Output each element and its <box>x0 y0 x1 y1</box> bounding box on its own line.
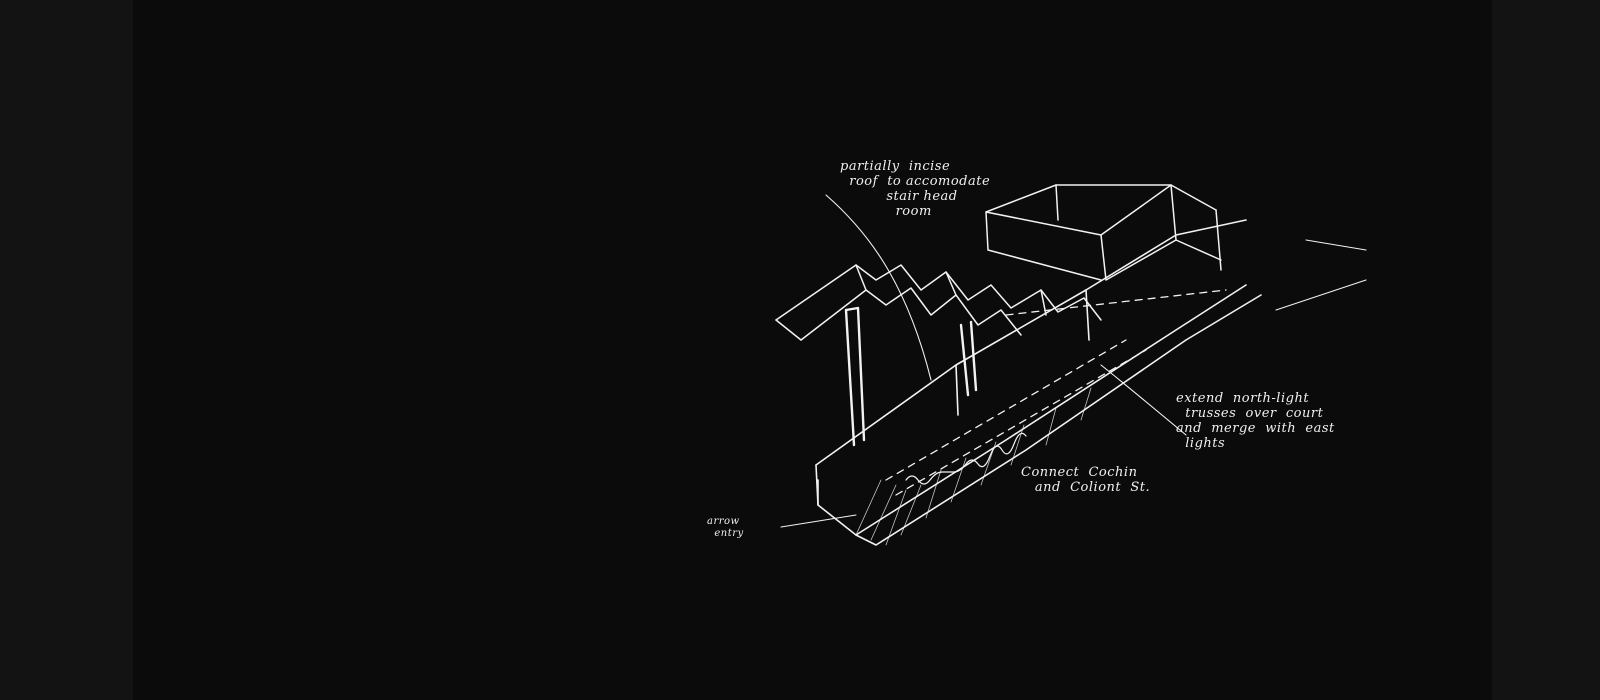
image-canvas: partially incise roof to accomodate stai… <box>133 0 1492 700</box>
annotation-connect: Connect Cochin and Coliont St. <box>1021 465 1151 495</box>
left-margin <box>0 0 133 700</box>
leader-lines <box>780 194 1367 528</box>
annotation-trusses: extend north-light trusses over court an… <box>1176 391 1335 451</box>
columns <box>844 306 978 447</box>
annotation-entry: arrow entry <box>707 516 744 539</box>
sketch-drawing <box>775 184 1367 546</box>
interior-lines <box>885 289 1227 496</box>
court-wave <box>905 432 1027 485</box>
right-margin <box>1492 0 1600 700</box>
stepped-roof <box>775 264 1102 341</box>
building-block <box>815 219 1262 546</box>
annotation-roof: partially incise roof to accomodate stai… <box>840 159 991 219</box>
architectural-sketch <box>706 140 1506 560</box>
upper-box <box>985 184 1222 281</box>
